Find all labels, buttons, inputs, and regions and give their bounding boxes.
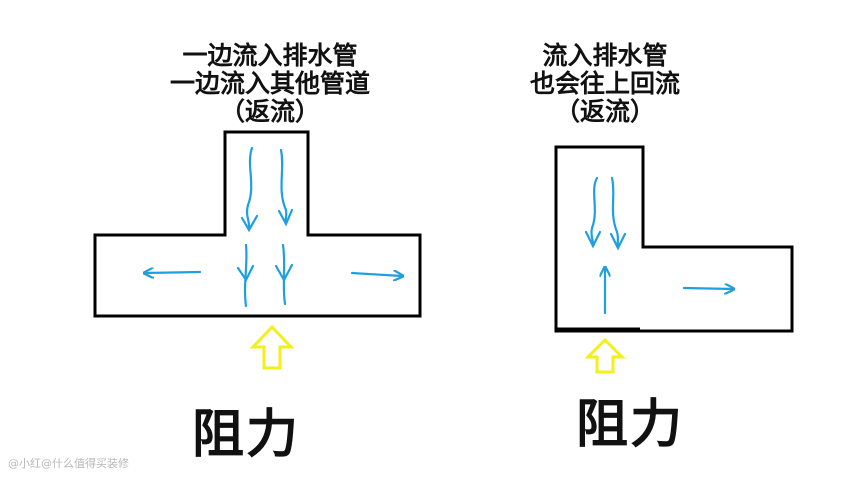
resistance-arrow-right bbox=[584, 337, 626, 374]
left-caption: 一边流入排水管 一边流入其他管道 （返流） bbox=[120, 42, 420, 126]
tee-pipe-outline bbox=[93, 130, 422, 318]
left-force-label: 阻力 bbox=[192, 405, 301, 465]
elbow-flow-arrows bbox=[584, 176, 733, 315]
left-caption-line-3: （返流） bbox=[219, 97, 320, 126]
watermark: @小红@什么值得买装修 bbox=[8, 457, 129, 470]
right-force-label: 阻力 bbox=[576, 395, 685, 455]
right-caption-line-2: 也会往上回流 bbox=[529, 69, 680, 98]
right-caption-line-1: 流入排水管 bbox=[542, 41, 668, 70]
left-caption-line-2: 一边流入其他管道 bbox=[169, 69, 370, 98]
right-caption-line-3: （返流） bbox=[554, 97, 655, 126]
left-caption-line-1: 一边流入排水管 bbox=[182, 41, 358, 70]
right-caption: 流入排水管 也会往上回流 （返流） bbox=[490, 42, 720, 126]
resistance-arrow-left bbox=[249, 324, 295, 370]
tee-flow-arrows bbox=[145, 146, 402, 308]
